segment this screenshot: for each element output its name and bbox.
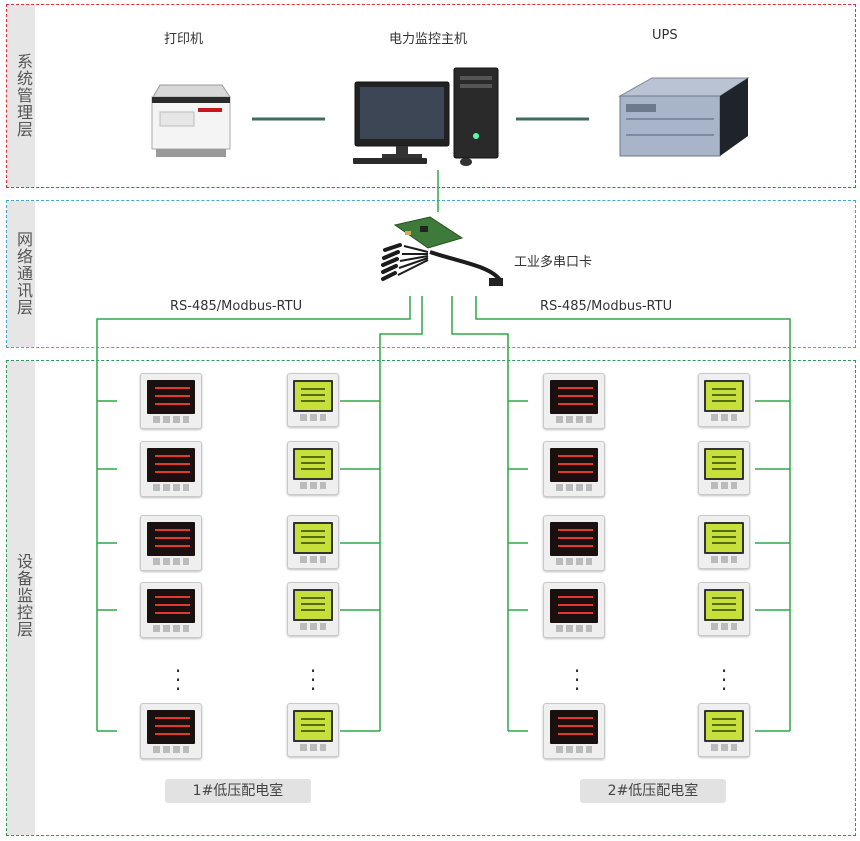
lcd-power-meter xyxy=(698,441,750,495)
more-meters-indicator: ··· xyxy=(720,659,728,701)
network-communication-layer: 网络通讯层 xyxy=(6,200,856,348)
network-layer-label: 网络通讯层 xyxy=(14,231,33,316)
layer-sidebar xyxy=(7,201,35,347)
led-power-meter xyxy=(140,441,202,497)
layer-sidebar xyxy=(7,5,35,187)
rs485-trunks xyxy=(96,296,791,731)
serial-card-icon xyxy=(381,216,503,286)
device-monitoring-layer: 设备监控层 xyxy=(6,360,856,836)
led-power-meter xyxy=(543,515,605,571)
printer-label: 打印机 xyxy=(164,32,204,47)
lcd-power-meter xyxy=(698,703,750,757)
more-meters-indicator: ··· xyxy=(573,659,581,701)
meter-stubs xyxy=(97,400,790,732)
ups-icon xyxy=(618,77,750,157)
device-layer-label: 设备监控层 xyxy=(14,553,33,638)
lcd-power-meter xyxy=(698,582,750,636)
lcd-power-meter xyxy=(698,373,750,427)
host-computer-icon xyxy=(353,67,499,166)
led-power-meter xyxy=(140,582,202,638)
lcd-power-meter xyxy=(287,441,339,495)
protocol-label-left: RS-485/Modbus-RTU xyxy=(170,299,303,314)
system-management-layer: 系统管理层 xyxy=(6,4,856,188)
layer-sidebar xyxy=(7,361,35,835)
led-power-meter xyxy=(543,703,605,759)
led-power-meter xyxy=(543,582,605,638)
led-power-meter xyxy=(543,373,605,429)
room-1-label: 1#低压配电室 xyxy=(165,779,311,803)
system-layer-label: 系统管理层 xyxy=(14,53,33,138)
led-power-meter xyxy=(140,515,202,571)
lcd-power-meter xyxy=(287,582,339,636)
room-2-label: 2#低压配电室 xyxy=(580,779,726,803)
host-label: 电力监控主机 xyxy=(389,32,468,47)
lcd-power-meter xyxy=(287,515,339,569)
serial-card-label: 工业多串口卡 xyxy=(514,255,593,270)
lcd-power-meter xyxy=(287,703,339,757)
led-power-meter xyxy=(140,703,202,759)
more-meters-indicator: ··· xyxy=(309,659,317,701)
more-meters-indicator: ··· xyxy=(174,659,182,701)
printer-icon xyxy=(151,84,231,157)
protocol-label-right: RS-485/Modbus-RTU xyxy=(540,299,673,314)
led-power-meter xyxy=(543,441,605,497)
led-power-meter xyxy=(140,373,202,429)
lcd-power-meter xyxy=(698,515,750,569)
ups-label: UPS xyxy=(652,28,678,43)
lcd-power-meter xyxy=(287,373,339,427)
